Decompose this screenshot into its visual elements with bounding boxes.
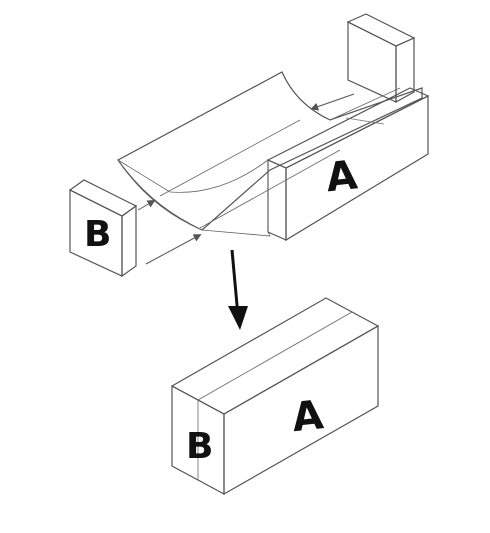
insert-arrow-a-2 bbox=[345, 117, 385, 125]
part-a-base-front bbox=[117, 159, 271, 237]
part-b-side bbox=[121, 204, 137, 278]
part-a-post-side bbox=[395, 37, 415, 104]
part-b-body: B bbox=[68, 179, 138, 278]
part-b-letter: B bbox=[84, 214, 111, 255]
assembly-down-arrow bbox=[228, 249, 248, 330]
result-block: A B bbox=[170, 297, 380, 496]
part-a-saddle-surface bbox=[117, 71, 423, 231]
result-side bbox=[223, 324, 379, 496]
part-a-groove-line-3 bbox=[329, 87, 401, 121]
insert-arrow-b-bottom bbox=[145, 234, 202, 265]
part-a-bar-front bbox=[267, 159, 287, 241]
part-a-body: A bbox=[117, 13, 430, 242]
result-letter-b: B bbox=[186, 426, 213, 467]
part-a-bar-side bbox=[285, 95, 429, 242]
part-a-groove-line-2 bbox=[199, 149, 341, 229]
part-b-top bbox=[68, 179, 138, 217]
part-a-post-front bbox=[347, 21, 397, 103]
part-a-post-top bbox=[346, 13, 416, 47]
part-a-groove-line bbox=[159, 119, 301, 197]
part-a-letter: A bbox=[324, 152, 360, 201]
result-letter-a: A bbox=[290, 392, 326, 441]
insert-arrow-a bbox=[310, 93, 355, 111]
result-seam-top bbox=[197, 311, 353, 401]
insert-arrow-b-top bbox=[137, 200, 156, 211]
